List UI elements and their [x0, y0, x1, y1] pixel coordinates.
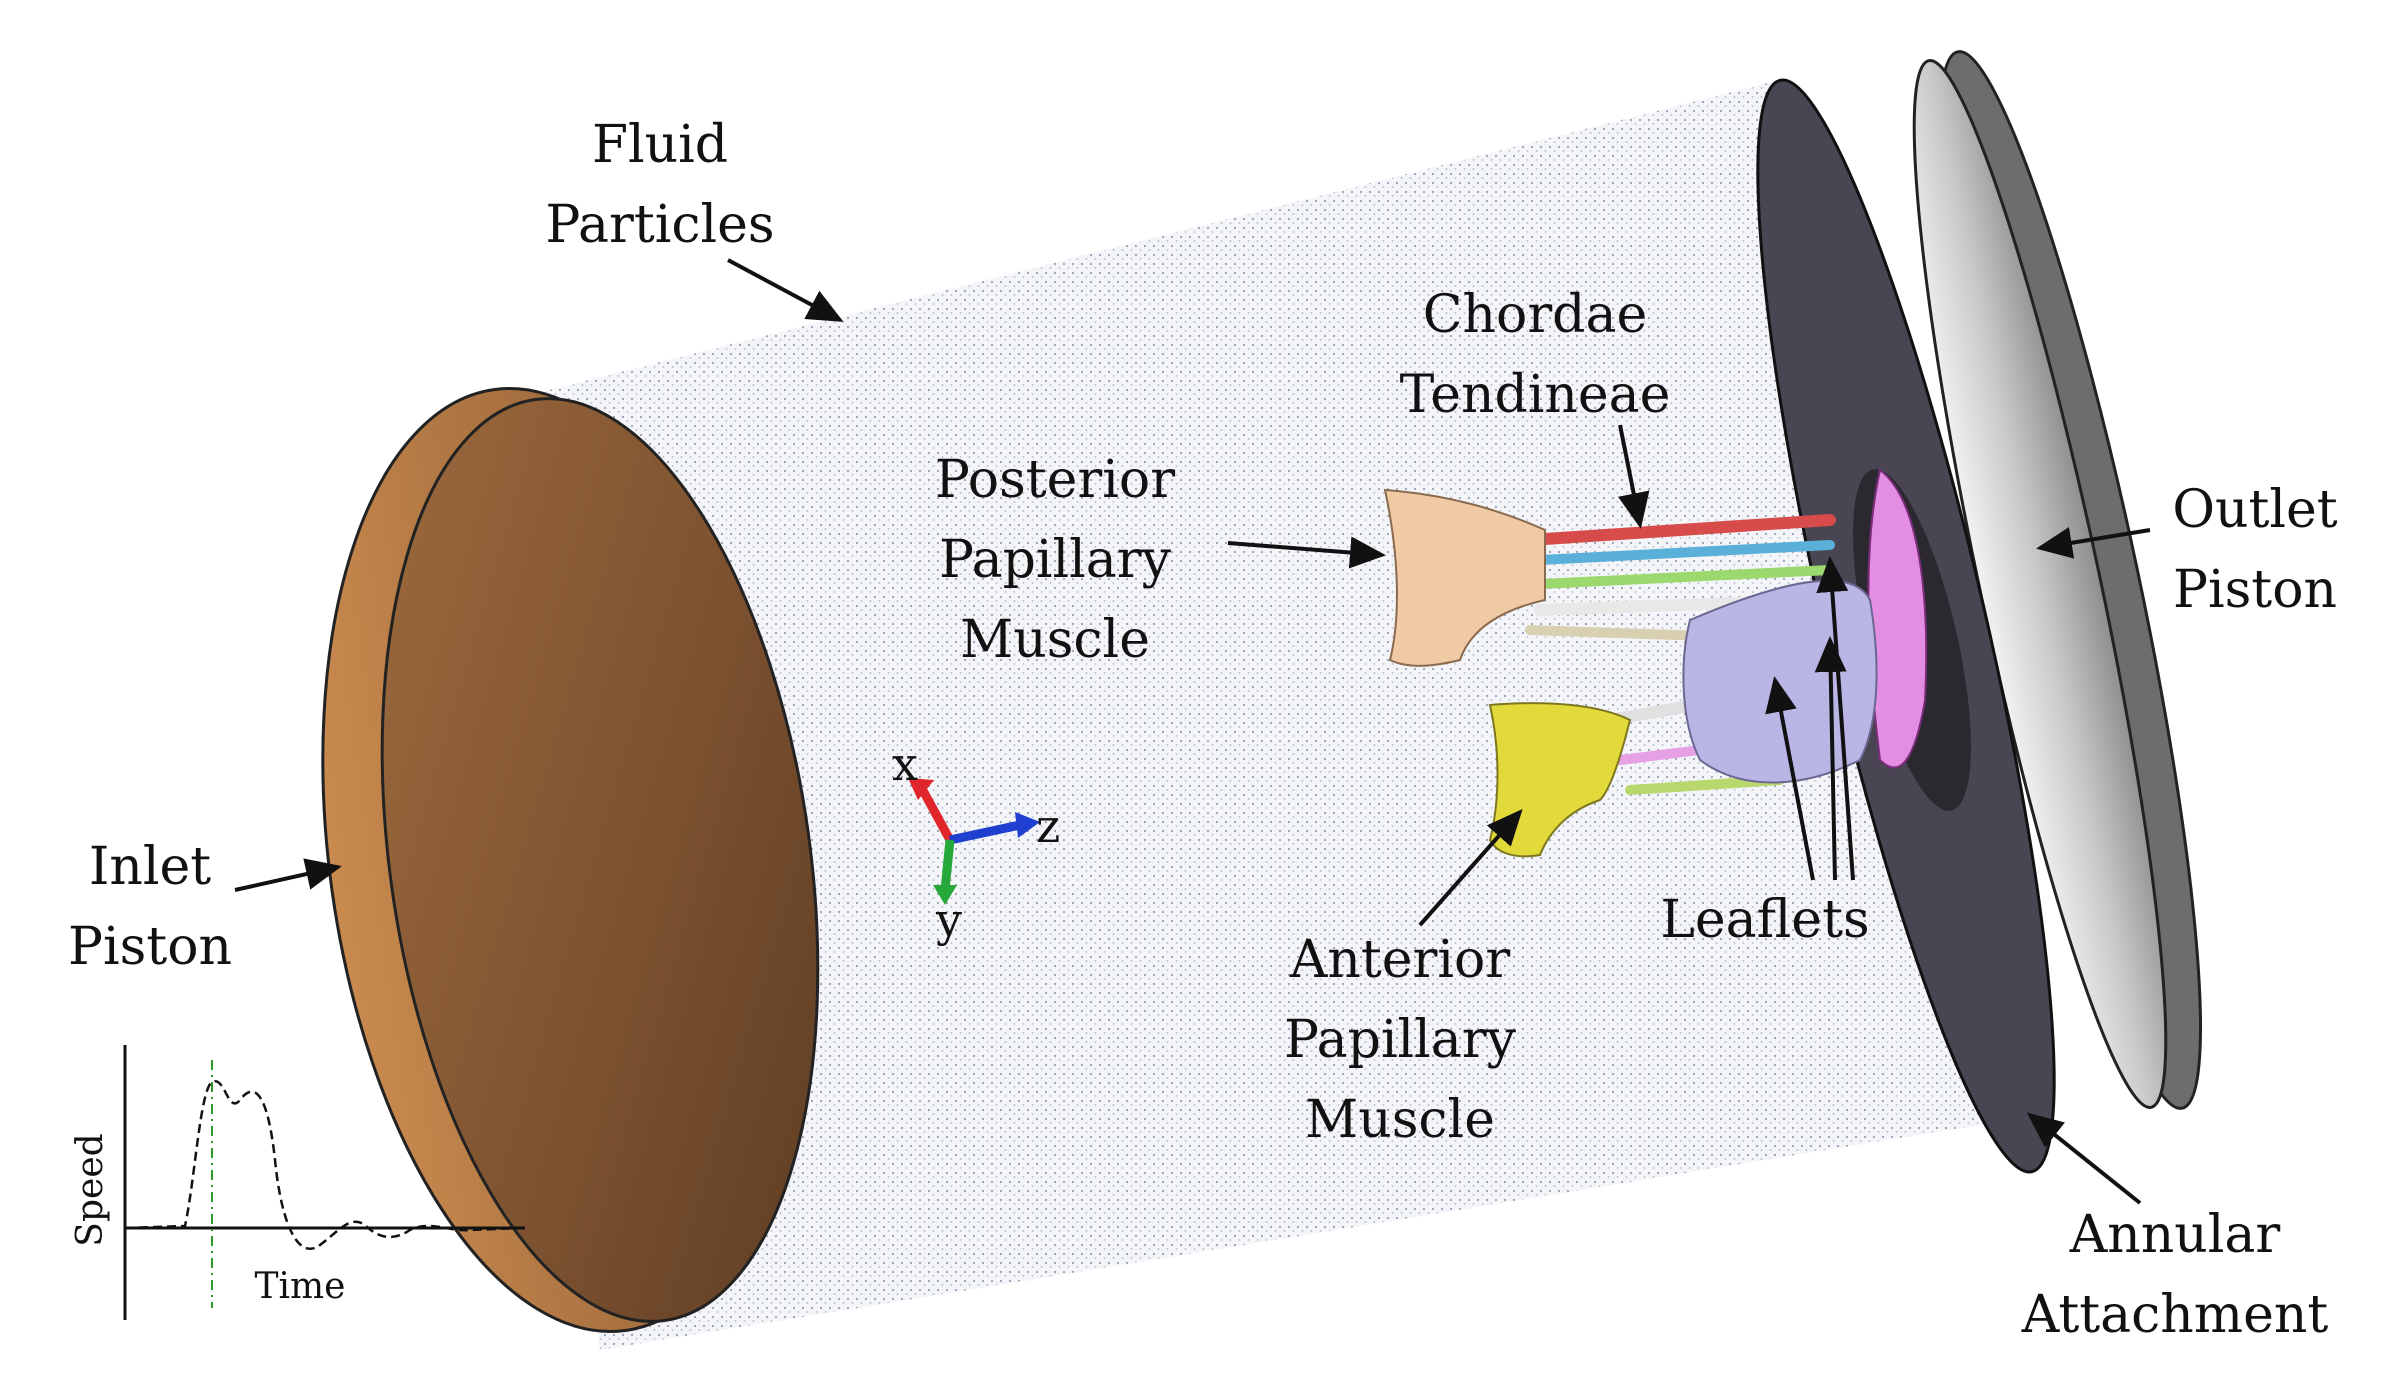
fluid-particle-domain [470, 80, 2010, 1350]
inset-xlabel: Time [255, 1266, 346, 1307]
axis-x-label: x [892, 737, 918, 791]
arrow-annular-attachment [2026, 1112, 2142, 1205]
axis-z-arrow [949, 820, 1021, 845]
axis-y-label: y [935, 893, 962, 947]
arrow-fluid-particles [727, 258, 844, 322]
axis-y-arrow [940, 839, 955, 891]
leaflet-pink-surface [1867, 468, 1928, 769]
speed-curve [124, 1080, 521, 1251]
leader-arrows [234, 258, 2151, 1205]
arrow-inlet-piston [234, 858, 342, 892]
inlet-speed-inset-plot: Speed Time [70, 1045, 525, 1320]
arrow-anterior-muscle [1418, 809, 1523, 927]
arrow-leaflets-2 [1814, 636, 1847, 881]
annular-attachment-disc [1756, 78, 2056, 1174]
label-leaflets: Leaflets [1660, 890, 1870, 950]
arrow-leaflets-3 [1816, 556, 1855, 881]
axis-x-arrow [916, 782, 954, 843]
arrow-posterior-muscle [1227, 536, 1386, 569]
inset-ylabel: Speed [70, 1133, 111, 1246]
axis-z-label: z [1036, 799, 1060, 853]
arrow-outlet-piston [2036, 527, 2151, 559]
inlet-piston [321, 387, 820, 1333]
posterior-papillary-muscle [1383, 488, 1546, 667]
arrow-leaflets-1 [1765, 676, 1815, 881]
leaflet-lavender [1682, 579, 1878, 784]
arrow-chordae [1618, 424, 1650, 529]
coordinate-axis-triad: x z y [892, 737, 1060, 947]
